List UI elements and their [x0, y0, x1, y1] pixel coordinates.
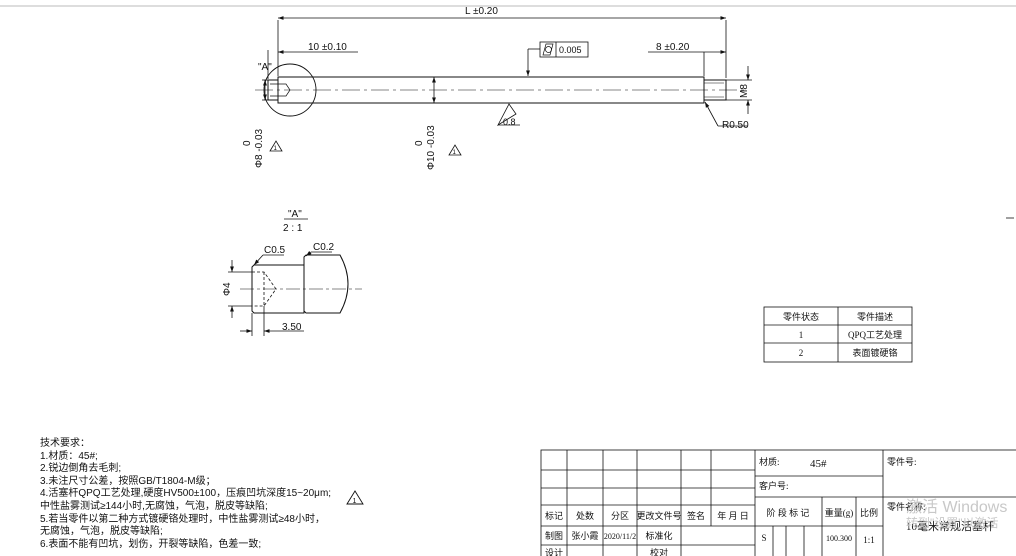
note-item: 6.表面不能有凹坑，划伤，开裂等缺陷，色差一致;: [40, 538, 262, 550]
design-label: 设计: [545, 547, 563, 556]
svg-text:1: 1: [274, 146, 278, 152]
roughness-value: 0.8: [503, 117, 516, 127]
detail-hole-diameter: Φ4: [222, 282, 233, 296]
note-flag-triangle: 1: [346, 490, 364, 505]
note-item: 4.活塞杆QPQ工艺处理,硬度HV500±100，压痕凹坑深度15~20μm;: [40, 488, 332, 500]
note-item: 中性盐雾测试≥144小时,无腐蚀，气泡，脱皮等缺陷;: [40, 500, 268, 512]
overall-length-dimension: [277, 16, 727, 78]
svg-text:年 月 日: 年 月 日: [717, 510, 749, 521]
detail-view-label: "A": [288, 209, 302, 220]
detail-chamfer-leaders: [253, 250, 332, 266]
small-diameter-label: Φ8 -0.03: [254, 128, 265, 168]
activation-watermark: 激活 Windows 转到"设置"以激活: [906, 499, 1008, 531]
flatness-value: 0.005: [559, 45, 582, 55]
fillet-leader: [704, 101, 748, 127]
notes-heading: 技术要求：: [40, 438, 90, 449]
review-label: 校对: [650, 547, 668, 556]
drawn-date: 2020/11/2: [604, 532, 636, 541]
svg-text:1: 1: [353, 498, 357, 505]
status-table-header-state: 零件状态: [783, 311, 819, 322]
detail-view-geometry: [240, 254, 362, 314]
weight-value: 100.300: [826, 534, 852, 543]
stage-label: 阶 段 标 记: [767, 507, 810, 518]
flag-triangle-left: 1: [269, 140, 283, 152]
right-thread-dimension: [648, 50, 726, 76]
status-table-cell: QPQ工艺处理: [848, 329, 902, 340]
status-table-cell: 表面镀硬铬: [852, 347, 897, 358]
flag-triangle-right: 1: [448, 144, 462, 156]
roughness-symbol: [496, 103, 520, 127]
part-no-label: 零件号:: [887, 456, 917, 467]
part-name-label: 零件名称:: [887, 501, 926, 512]
svg-text:处数: 处数: [576, 510, 594, 521]
thread-label: M8: [739, 84, 750, 98]
detail-view-scale: 2 : 1: [283, 223, 303, 234]
watermark-line-1: 激活 Windows: [906, 499, 1008, 516]
detail-hole-diameter-dim: [228, 260, 252, 318]
note-item: 1.材质：45#;: [40, 450, 98, 462]
detail-chamfer-2: C0.2: [313, 242, 335, 253]
small-diameter-dimension: [262, 79, 270, 101]
detail-hole-depth: 3.50: [282, 322, 302, 333]
status-table-cell: 2: [799, 348, 804, 358]
weight-label: 重量(g): [825, 507, 854, 518]
note-item: 5.若当零件以第二种方式镀硬铬处理时，中性盐雾测试≥48小时，: [40, 513, 325, 525]
status-table-header-desc: 零件描述: [857, 311, 893, 322]
customer-label: 客户号:: [759, 480, 789, 491]
detail-chamfer-1: C0.5: [264, 245, 286, 256]
material-value: 45#: [810, 458, 827, 470]
note-item: 2.锐边倒角去毛刺;: [40, 463, 122, 475]
main-diameter-label: Φ10 -0.03: [426, 125, 437, 170]
note-item: 3.未注尺寸公差，按照GB/T1804-M级；: [40, 475, 216, 487]
svg-text:更改文件号: 更改文件号: [636, 510, 681, 521]
drawn-label: 制图: [545, 530, 563, 541]
flatness-frame: [526, 41, 589, 76]
svg-text:标记: 标记: [545, 510, 563, 521]
scale-value: 1:1: [863, 535, 875, 545]
part-status-table: [763, 306, 913, 363]
stage-value: S: [761, 533, 766, 543]
svg-text:分区: 分区: [611, 511, 629, 521]
drawn-by: 张小霞: [571, 531, 598, 541]
detail-hole-depth-dim: [240, 306, 304, 336]
fillet-radius-label: R0.50: [722, 120, 749, 131]
note-item: 无腐蚀，气泡，脱皮等缺陷;: [40, 526, 163, 538]
title-block-text: 标记 处数 分区 更改文件号 签名 年 月 日 制图 张小霞 2020/11/2…: [545, 456, 994, 556]
thread-dimension: [726, 66, 752, 114]
status-table-cell: 1: [799, 330, 804, 340]
left-step-length-label: 10 ±0.10: [308, 42, 347, 53]
title-block-grid: [540, 449, 1016, 556]
standardized-label: 标准化: [645, 530, 672, 541]
detail-callout-label: "A": [258, 62, 272, 73]
part-name: 10毫米常规活塞杆: [906, 519, 994, 533]
svg-text:签名: 签名: [687, 510, 705, 521]
technical-requirements: 技术要求： 1.材质：45#; 2.锐边倒角去毛刺; 3.未注尺寸公差，按照GB…: [40, 438, 460, 551]
watermark-line-2: 转到"设置"以激活: [906, 516, 999, 530]
material-label: 材质:: [759, 456, 780, 467]
svg-text:1: 1: [453, 150, 457, 156]
left-step-dimension: [267, 50, 358, 79]
overall-length-label: L ±0.20: [465, 6, 498, 17]
main-diameter-tolerance: 0: [414, 140, 425, 146]
scale-label: 比例: [860, 507, 878, 518]
small-diameter-tolerance: 0: [242, 140, 253, 146]
right-thread-length-label: 8 ±0.20: [656, 42, 690, 53]
rod-main-view: [255, 63, 745, 117]
